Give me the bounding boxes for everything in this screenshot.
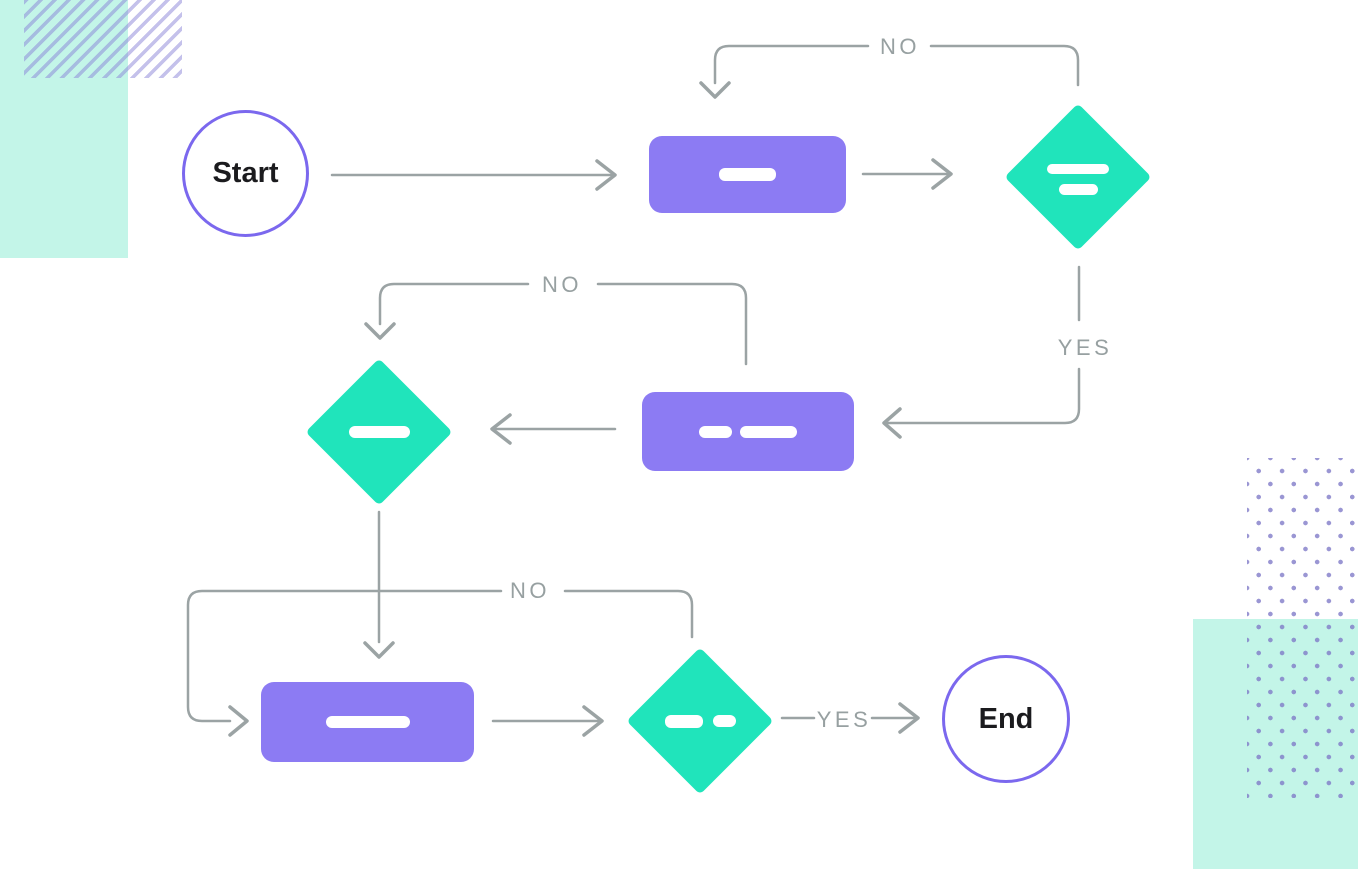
arrow-head-icon <box>595 159 617 191</box>
placeholder-text-bar <box>1058 183 1098 195</box>
edge-label-yes-right: YES <box>1058 335 1113 360</box>
edge-label-no-bottom: NO <box>510 578 550 603</box>
node-start-label: Start <box>212 157 279 189</box>
placeholder-bars <box>664 714 736 728</box>
edge-no-loop-mid-right <box>596 282 748 366</box>
placeholder-bars <box>348 426 410 438</box>
arrow-head-icon <box>699 81 731 99</box>
arrow-head-icon <box>931 158 953 190</box>
edge-no-loop-top-left <box>713 44 870 85</box>
placeholder-text-bar <box>348 426 410 438</box>
arrow-head-icon <box>228 705 249 737</box>
arrow-head-icon <box>882 407 902 439</box>
arrow-head-icon <box>363 641 395 659</box>
arrow-head-icon <box>898 702 920 734</box>
edge-label-yes-bottom: YES <box>817 707 872 732</box>
placeholder-text-bar <box>1047 163 1109 174</box>
arrow-head-icon <box>490 413 512 445</box>
edge-label-no-mid: NO <box>542 272 582 297</box>
node-decision-3 <box>626 647 774 795</box>
edge-label-no-top: NO <box>880 34 920 59</box>
edge-yes-right-lower <box>884 367 1081 425</box>
arrow-head-icon <box>364 322 396 340</box>
node-decision-1 <box>1004 103 1152 251</box>
decor-diagonal-stripes <box>24 0 182 78</box>
placeholder-text-bar <box>740 425 797 438</box>
placeholder-bars <box>1047 163 1109 195</box>
placeholder-text-bar <box>325 716 410 728</box>
node-process-2 <box>642 392 854 471</box>
placeholder-text-bar <box>719 168 776 181</box>
edge-no-loop-bottom-right <box>563 589 694 639</box>
edge-no-loop-mid-left <box>378 282 530 326</box>
arrow-head-icon <box>582 705 604 737</box>
decor-dot-grid <box>1247 458 1357 798</box>
node-process-1 <box>649 136 846 213</box>
edge-no-loop-top-right <box>929 44 1080 87</box>
node-end-label: End <box>978 702 1034 735</box>
placeholder-text-bar <box>712 715 736 727</box>
placeholder-text-bar <box>664 714 703 728</box>
node-start: Start <box>182 110 309 237</box>
node-decision-2 <box>305 358 453 506</box>
node-end: End <box>942 655 1070 783</box>
node-process-3 <box>261 682 474 762</box>
edge-no-loop-bottom-left <box>186 589 503 723</box>
placeholder-text-bar <box>699 425 732 438</box>
